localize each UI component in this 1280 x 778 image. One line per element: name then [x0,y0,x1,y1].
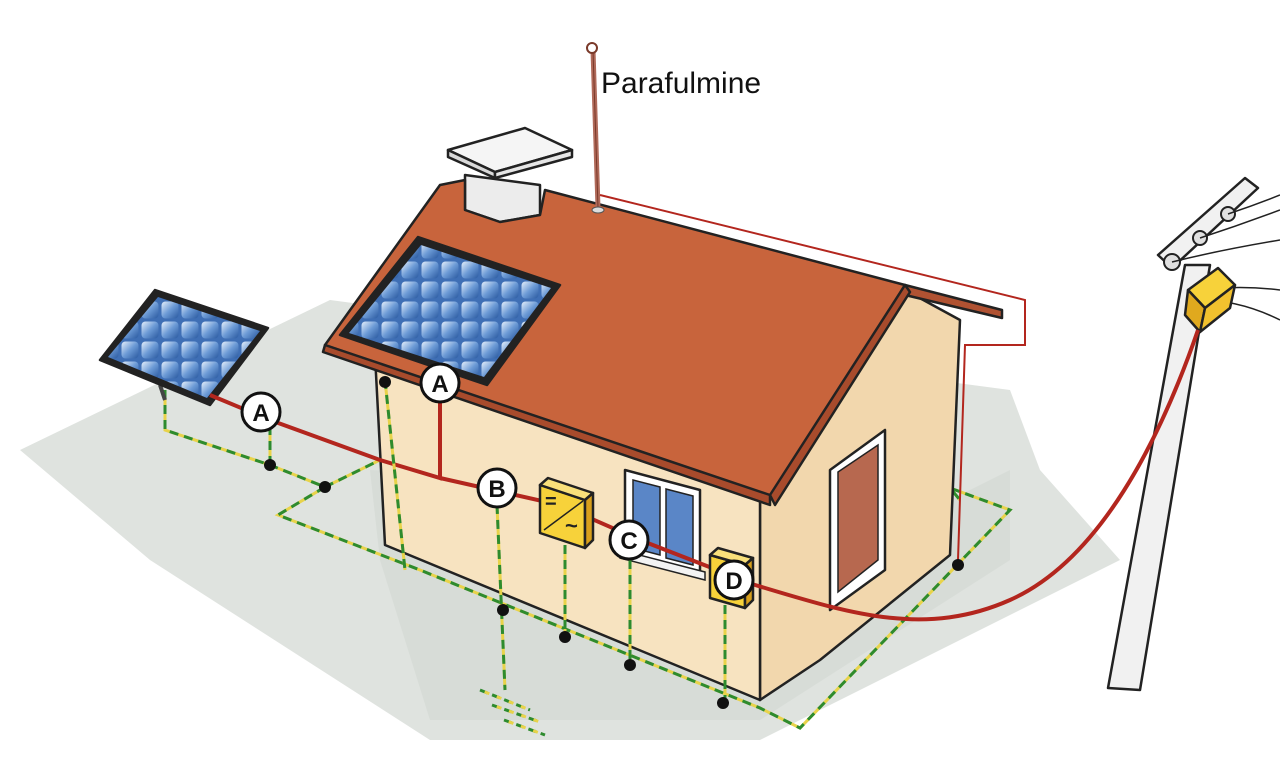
chimney [446,126,574,224]
pole-box [1183,266,1237,334]
callout-c: C [608,519,650,561]
inverter-dc-symbol: = [545,491,557,513]
solar-panel-left [98,288,270,407]
callout-a-left: A [240,391,282,433]
solar-panel-roof [338,235,562,387]
connection-nodes [264,376,964,709]
callout-b-text: B [488,476,505,503]
lightning-down-conductor [599,194,1026,561]
lightning-rod-label: Parafulmine [601,67,761,100]
inverter-ac-symbol: ~ [565,513,578,538]
callout-d: D [713,559,755,601]
callout-a-left-text: A [252,400,269,427]
callout-c-text: C [620,528,637,555]
ground-drops [383,379,727,703]
earth-electrode [479,688,546,737]
lightning-rod [586,42,605,214]
inverter: = ~ [538,476,595,550]
ground-loop [163,390,1013,730]
callout-a-roof: A [419,362,461,404]
utility-pole [1106,176,1280,692]
callout-d-text: D [725,568,742,595]
callout-b: B [476,467,518,509]
door [828,428,887,612]
callout-a-roof-text: A [431,371,448,398]
